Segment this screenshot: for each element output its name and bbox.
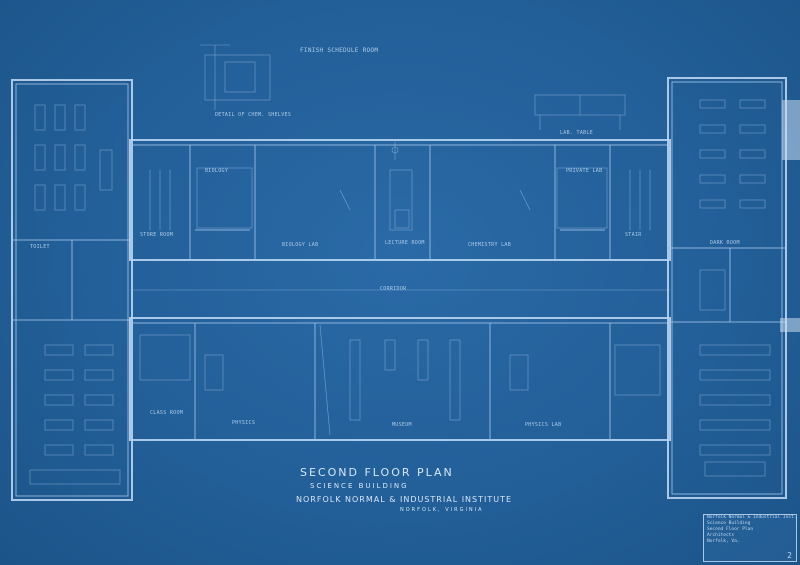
title-block: Norfolk Normal & Industrial Inst. Scienc… (703, 514, 797, 562)
left-wing-benches (29, 104, 121, 485)
title-block-line2: Science Building (707, 521, 751, 526)
title-block-line1: Norfolk Normal & Industrial Inst. (707, 515, 797, 520)
left-wing-walls (11, 79, 133, 501)
room-label-biology-lab: Biology Lab (282, 242, 319, 248)
central-south-block (129, 317, 671, 441)
finish-schedule-heading: Finish Schedule Room (300, 47, 379, 54)
drawing-subtitle: Science Building (310, 482, 409, 490)
title-block-line4: Architects (707, 533, 735, 538)
room-label-physics: Physics (232, 420, 256, 426)
tape-strip-top (782, 100, 800, 160)
institution-name: Norfolk Normal & Industrial Institute (296, 495, 513, 504)
room-label-chemistry-lab: Chemistry Lab (468, 242, 512, 248)
title-block-line3: Second Floor Plan (707, 527, 754, 532)
tape-strip-middle (780, 318, 800, 332)
table-caption: Lab. Table (560, 130, 594, 136)
title-block-line5: Norfolk, Va. (707, 539, 740, 544)
drawing-location: Norfolk, Virginia (400, 507, 484, 513)
room-label-toilet: Toilet (30, 244, 50, 250)
room-label-private-lab: Private Lab (566, 168, 603, 174)
room-label-dark-room: Dark Room (710, 240, 740, 246)
central-north-block (129, 139, 671, 261)
room-label-physics-lab: Physics Lab (525, 422, 562, 428)
room-label-stair: Stair (625, 232, 642, 238)
room-label-museum: Museum (392, 422, 412, 428)
table-detail-sketch (534, 94, 626, 130)
room-label-lecture-room: Lecture Room (385, 240, 425, 246)
room-label-biology: Biology (205, 168, 229, 174)
right-wing-walls (667, 77, 787, 499)
detail-caption: Detail of Chem. Shelves (215, 112, 292, 118)
room-label-corridor: Corridor (380, 286, 407, 292)
room-label-store-room: Store Room (140, 232, 174, 238)
drawing-title: Second Floor Plan (300, 466, 454, 479)
shelf-detail-sketch (200, 44, 271, 110)
sheet-number: 2 (787, 551, 792, 560)
room-label-class-room: Class Room (150, 410, 184, 416)
